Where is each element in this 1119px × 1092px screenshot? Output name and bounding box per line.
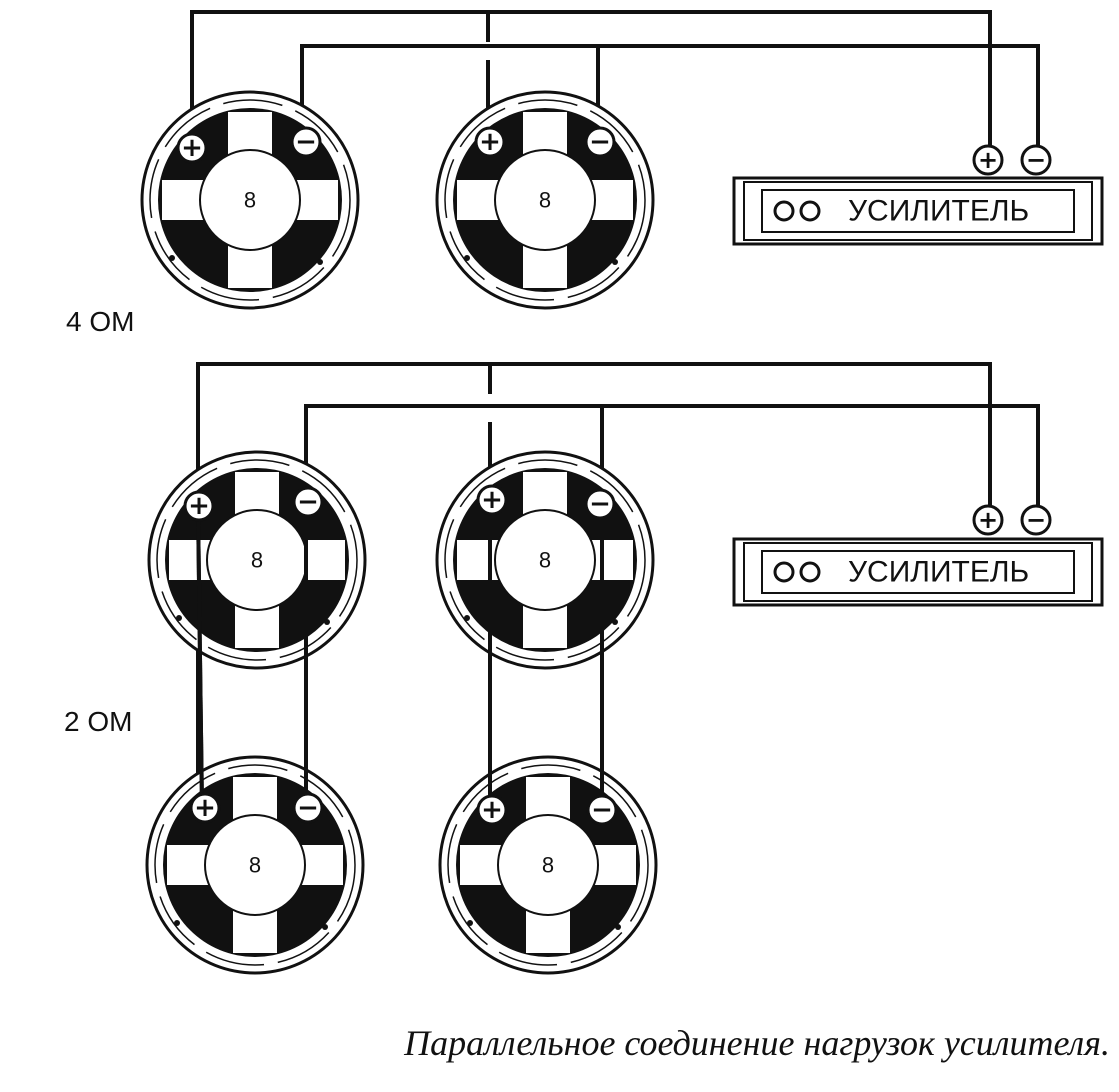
amplifier-label: УСИЛИТЕЛЬ bbox=[848, 195, 1029, 228]
group1-impedance-label: 4 OM bbox=[66, 306, 135, 337]
amp-terminal-plus: + bbox=[972, 504, 1004, 536]
terminal-minus: − bbox=[586, 794, 618, 826]
terminal-plus: + bbox=[476, 484, 508, 516]
amplifier-1: УСИЛИТЕЛЬ + − bbox=[732, 144, 1104, 246]
group2-impedance-label: 2 OM bbox=[64, 706, 133, 737]
terminal-plus: + bbox=[189, 792, 221, 824]
speaker-impedance: 8 bbox=[542, 853, 554, 878]
terminal-plus: + bbox=[183, 490, 215, 522]
group2-parallel-wires bbox=[196, 502, 604, 807]
svg-text:+: + bbox=[181, 133, 203, 163]
amp-terminal-minus: − bbox=[1020, 144, 1052, 176]
svg-text:−: − bbox=[589, 489, 611, 519]
svg-text:−: − bbox=[589, 127, 611, 157]
amplifier-2: УСИЛИТЕЛЬ + − bbox=[732, 504, 1104, 607]
svg-text:−: − bbox=[591, 795, 613, 825]
terminal-minus: − bbox=[290, 126, 322, 158]
svg-text:+: + bbox=[481, 795, 503, 825]
svg-text:+: + bbox=[978, 506, 998, 534]
speaker-impedance: 8 bbox=[251, 548, 263, 573]
speaker-3: 8 bbox=[147, 450, 367, 670]
svg-text:−: − bbox=[1026, 506, 1046, 534]
speaker-impedance: 8 bbox=[539, 548, 551, 573]
svg-text:−: − bbox=[297, 793, 319, 823]
svg-text:+: + bbox=[194, 793, 216, 823]
svg-text:+: + bbox=[479, 127, 501, 157]
amp-terminal-plus: + bbox=[972, 144, 1004, 176]
svg-text:−: − bbox=[1026, 146, 1046, 174]
speaker-2: 8 bbox=[435, 90, 655, 310]
speaker-4: 8 bbox=[435, 450, 655, 670]
speaker-1: 8 bbox=[140, 90, 360, 310]
terminal-plus: + bbox=[476, 794, 508, 826]
terminal-plus: + bbox=[474, 126, 506, 158]
terminal-minus: − bbox=[584, 126, 616, 158]
terminal-minus: − bbox=[292, 486, 324, 518]
speaker-terminals: + − + − + − + − + − + − bbox=[176, 126, 618, 826]
speaker-6: 8 bbox=[438, 755, 658, 975]
svg-text:+: + bbox=[188, 491, 210, 521]
figure-caption: Параллельное соединение нагрузок усилите… bbox=[404, 1023, 1110, 1063]
svg-text:+: + bbox=[481, 485, 503, 515]
terminal-plus: + bbox=[176, 132, 208, 164]
speaker-5: 8 bbox=[145, 755, 365, 975]
svg-text:−: − bbox=[295, 127, 317, 157]
svg-text:+: + bbox=[978, 146, 998, 174]
terminal-minus: − bbox=[292, 792, 324, 824]
amplifier-label: УСИЛИТЕЛЬ bbox=[848, 556, 1029, 589]
speaker-impedance: 8 bbox=[249, 853, 261, 878]
group1-wires bbox=[190, 10, 1040, 160]
speaker-impedance: 8 bbox=[539, 188, 551, 213]
speaker-impedance: 8 bbox=[244, 188, 256, 213]
amp-terminal-minus: − bbox=[1020, 504, 1052, 536]
terminal-minus: − bbox=[584, 488, 616, 520]
svg-text:−: − bbox=[297, 487, 319, 517]
